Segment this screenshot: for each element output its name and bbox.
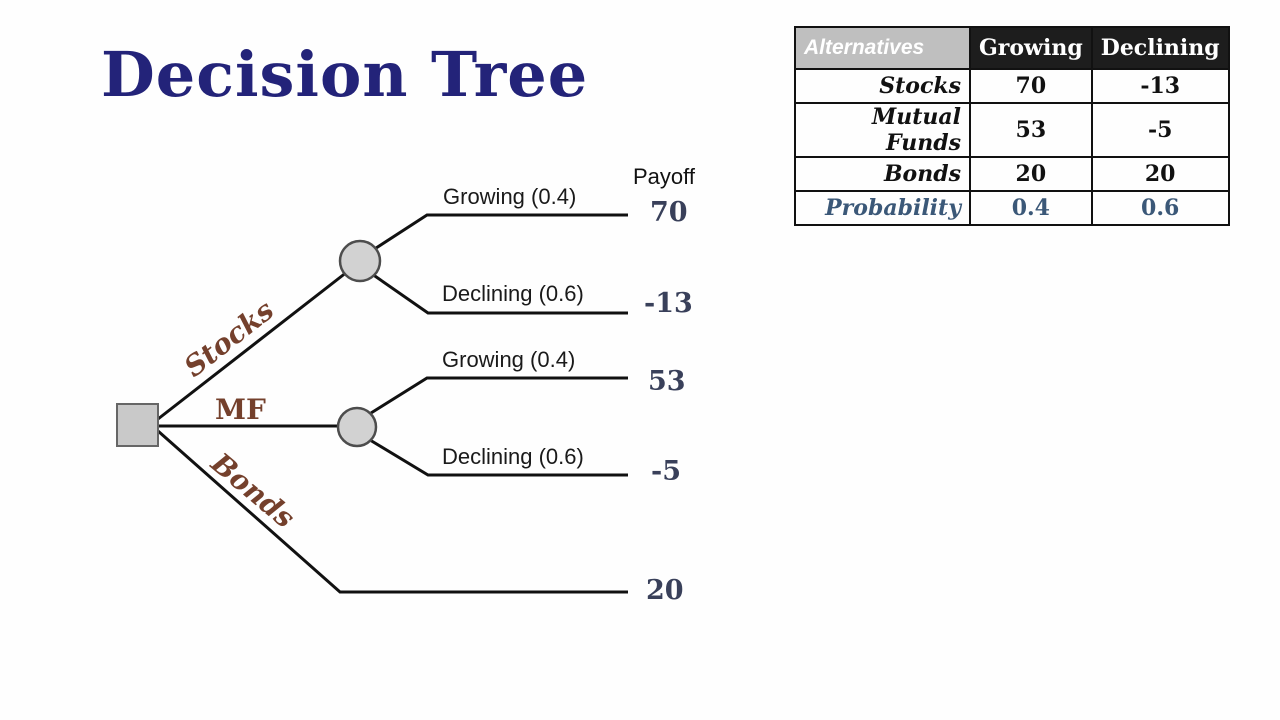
payoff-column-header: Payoff — [633, 164, 695, 189]
table-cell-value: 20 — [1090, 156, 1230, 192]
branch-line-mf-growing — [370, 376, 628, 415]
table-header-alternatives: Alternatives — [794, 26, 971, 70]
table-cell-value: 70 — [969, 68, 1093, 104]
branch-line-mf-declining — [369, 438, 628, 477]
payoff-value-mf-declining: -5 — [651, 456, 681, 487]
page-title: Decision Tree — [101, 38, 589, 111]
table-cell-value: 53 — [969, 102, 1093, 158]
table-row-stocks: Stocks 70 -13 — [794, 68, 1230, 104]
chance-node-mf — [336, 406, 378, 448]
payoff-table: Alternatives Growing Declining Stocks 70… — [794, 26, 1230, 226]
tree-branch-lines — [157, 213, 628, 594]
payoff-value-stocks-declining: -13 — [644, 288, 693, 319]
branch-label-declining-1: Declining (0.6) — [442, 281, 584, 306]
table-header-row: Alternatives Growing Declining — [794, 26, 1230, 70]
table-cell-value: -5 — [1090, 102, 1230, 158]
table-header-declining: Declining — [1090, 26, 1230, 70]
chance-node-stocks — [338, 239, 382, 283]
table-row-label: Stocks — [794, 68, 971, 104]
branch-line-stocks — [157, 270, 348, 421]
table-cell-value: 20 — [969, 156, 1093, 192]
table-row-probability: Probability 0.4 0.6 — [794, 190, 1230, 226]
table-cell-value: 0.4 — [969, 190, 1093, 226]
table-cell-value: -13 — [1090, 68, 1230, 104]
table-header-growing: Growing — [969, 26, 1093, 70]
branch-label-mf: MF — [215, 393, 266, 426]
branch-line-stocks-declining — [371, 272, 628, 315]
table-row-label: Probability — [794, 190, 971, 226]
branch-label-growing-1: Growing (0.4) — [443, 184, 577, 209]
payoff-value-stocks-growing: 70 — [650, 197, 688, 228]
table-row-label: Bonds — [794, 156, 971, 192]
branch-label-declining-2: Declining (0.6) — [442, 444, 584, 469]
branch-line-bonds — [157, 429, 628, 594]
payoff-value-mf-growing: 53 — [648, 366, 686, 397]
payoff-value-bonds: 20 — [646, 575, 684, 606]
decision-node-square — [116, 403, 159, 447]
table-row-mutual-funds: Mutual Funds 53 -5 — [794, 102, 1230, 158]
branch-label-growing-2: Growing (0.4) — [442, 347, 576, 372]
table-cell-value: 0.6 — [1090, 190, 1230, 226]
branch-line-stocks-growing — [372, 213, 628, 252]
table-row-label: Mutual Funds — [794, 102, 971, 158]
table-row-bonds: Bonds 20 20 — [794, 156, 1230, 192]
